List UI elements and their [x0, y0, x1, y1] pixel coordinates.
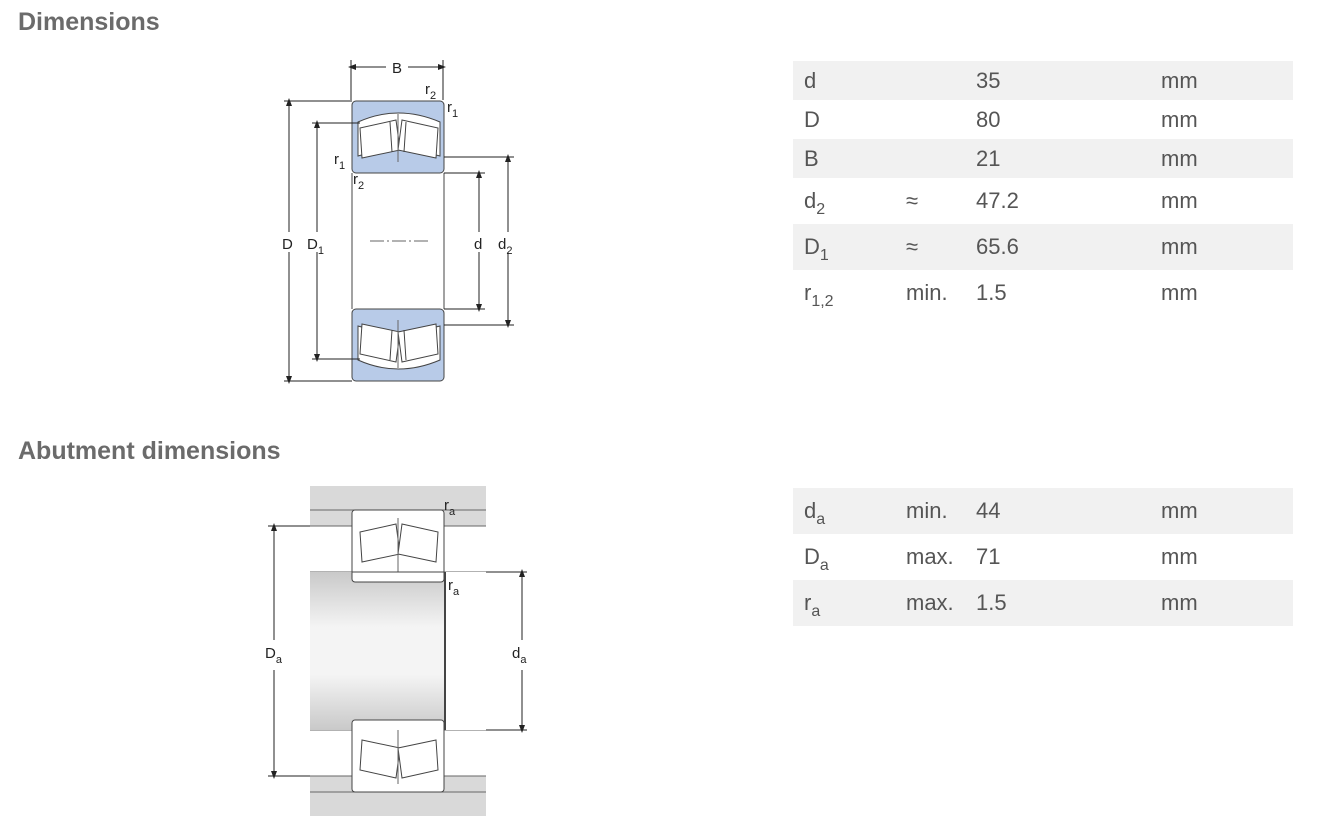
value-cell: 65.6 [976, 224, 1161, 270]
outer-diameter-dimension: D [282, 98, 352, 384]
shaft-shoulder-edge [444, 572, 446, 730]
symbol-cell: da [793, 488, 906, 534]
symbol-cell: ra [793, 580, 906, 626]
unit-cell: mm [1161, 106, 1198, 132]
symbol-cell: d [793, 61, 906, 100]
abutment-table: da min. 44 mm Da max. 71 mm ra max. 1.5 … [793, 488, 1293, 626]
qualifier-cell: ≈ [906, 188, 919, 213]
table-row: Da max. 71 mm [793, 534, 1293, 580]
table-row: ra max. 1.5 mm [793, 580, 1293, 626]
table-row: D 80 mm [793, 100, 1293, 139]
value-cell: 1.5 [976, 580, 1161, 626]
label-d2: d2 [498, 236, 512, 257]
abutment-drawing: ra ra Da da [265, 486, 527, 816]
dimensions-title: Dimensions [18, 8, 160, 36]
unit-cell: mm [1161, 280, 1198, 305]
unit-cell: mm [1161, 61, 1293, 100]
unit-cell: mm [1161, 580, 1293, 626]
bearing-bottom-section [351, 308, 445, 382]
qualifier-cell: max. [906, 544, 954, 569]
value-cell: 44 [976, 488, 1161, 534]
svg-text:r2: r2 [425, 81, 436, 102]
table-row: r1,2 min. 1.5 mm [793, 270, 1293, 316]
label-Da: Da [265, 645, 283, 666]
da-housing-dimension: Da [265, 523, 310, 779]
unit-cell: mm [1161, 139, 1293, 178]
label-d: d [474, 236, 482, 253]
table-row: da min. 44 mm [793, 488, 1293, 534]
svg-text:r1: r1 [447, 99, 458, 120]
symbol-cell: B [793, 139, 906, 178]
svg-text:r1: r1 [334, 151, 345, 172]
label-da: da [512, 645, 527, 666]
unit-cell: mm [1161, 488, 1293, 534]
bearing-bottom-section [351, 719, 445, 793]
bore-diameter-dimension: d [444, 170, 485, 312]
qualifier-cell: min. [906, 488, 976, 534]
qualifier-cell [906, 100, 976, 139]
table-row: B 21 mm [793, 139, 1293, 178]
dimensions-table: d 35 mm D 80 mm B 21 mm d2 ≈ 47.2 mm D1 … [793, 61, 1293, 316]
unit-cell: mm [1161, 224, 1293, 270]
table-row: D1 ≈ 65.6 mm [793, 224, 1293, 270]
qualifier-cell: max. [906, 580, 976, 626]
bearing-cross-section-drawing: B r2 r1 r1 r2 D [282, 60, 514, 384]
label-ra-shaft: ra [448, 577, 460, 598]
abutment-dimensions-title: Abutment dimensions [18, 437, 281, 465]
value-cell: 71 [976, 544, 1001, 569]
symbol-cell: D [804, 106, 820, 132]
symbol-cell: D1 [793, 224, 906, 270]
value-cell: 35 [976, 61, 1161, 100]
unit-cell: mm [1161, 188, 1198, 213]
value-cell: 21 [976, 139, 1161, 178]
table-row: d2 ≈ 47.2 mm [793, 178, 1293, 224]
value-cell: 47.2 [976, 188, 1019, 213]
label-B: B [392, 60, 402, 77]
qualifier-cell [906, 139, 976, 178]
label-D1: D1 [307, 236, 324, 257]
da-shaft-dimension: da [486, 569, 527, 733]
symbol-cell: Da [804, 544, 829, 574]
label-ra-top: ra [444, 497, 456, 518]
label-D: D [282, 236, 293, 253]
qualifier-cell: min. [906, 280, 948, 305]
bearing-top-section [351, 100, 445, 174]
symbol-cell: r1,2 [804, 280, 834, 310]
radius-labels: r2 r1 r1 r2 [334, 81, 458, 192]
svg-text:r2: r2 [353, 171, 364, 192]
bearing-top-section [351, 509, 445, 583]
qualifier-cell: ≈ [906, 224, 976, 270]
symbol-cell: d2 [804, 188, 826, 218]
value-cell: 80 [976, 106, 1001, 132]
table-row: d 35 mm [793, 61, 1293, 100]
unit-cell: mm [1161, 544, 1198, 569]
d1-dimension: D1 [307, 120, 360, 362]
width-dimension: B [348, 60, 446, 100]
value-cell: 1.5 [976, 280, 1007, 305]
d2-dimension: d2 [444, 154, 514, 328]
qualifier-cell [906, 61, 976, 100]
shaft [310, 571, 486, 731]
